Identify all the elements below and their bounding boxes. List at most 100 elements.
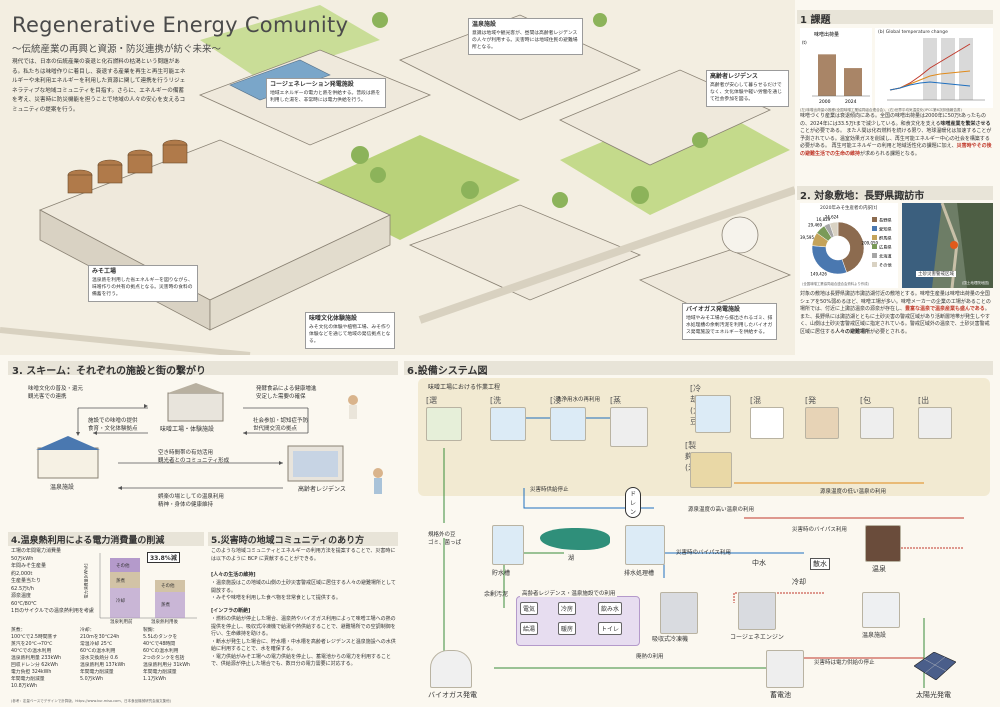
waste-label: 規格外の豆 ゴミ、菌っぱ xyxy=(428,532,462,546)
section-bar-system xyxy=(404,361,993,375)
factory-area-label: 味噌工場における作業工程 xyxy=(428,384,501,391)
shipment-bar xyxy=(844,68,862,96)
scheme-l5: 空き時間帯の有効活用 観光者とのコミュニティ形成 xyxy=(158,450,230,464)
pie-value-label: 29,469 xyxy=(808,223,822,228)
use-electric: 電気 xyxy=(520,602,539,615)
step-ferment-box xyxy=(805,407,839,439)
stop-supply-label: 災害時は電力供給の停止 xyxy=(814,660,875,666)
step-koji-box xyxy=(690,452,732,488)
callout-title: コージェネレーション発電施設 xyxy=(270,81,354,88)
section-bar-scheme xyxy=(8,361,398,375)
onsen-tank-box xyxy=(865,525,901,562)
issue-chart-note: (左)味噌出荷量の推移(全国味噌工業協同組合連合会)、(右)世界平均気温変化(I… xyxy=(800,108,962,112)
shipment-chart-title: 味噌出荷量 xyxy=(814,31,839,38)
section-title-issue: 1 課題 xyxy=(800,15,831,26)
page-title: Regenerative Energy Comunity xyxy=(12,13,349,37)
issue-body-2: また人間は化石燃料を続ける限り、地球温暖化は加速することが予測されている。温室効… xyxy=(800,128,992,149)
scheme-l4: 社会参加・認知症予防 世代間交流の拠点 xyxy=(253,418,309,432)
disaster-h2: [インフラの断絶] xyxy=(211,608,251,614)
callout-biogas: バイオガス発電施設 地域やみそ工場から排出されるゴミ、排水処理槽の余剰汚泥を利用… xyxy=(682,303,777,340)
bar-label-1: その他 xyxy=(116,564,130,569)
bypass-label-1: 災害時のバイパス利用 xyxy=(792,527,847,533)
temperature-line-chart xyxy=(887,38,985,101)
exhaust-heat-label: 廃熱の利用 xyxy=(636,654,664,660)
absorber-box xyxy=(660,592,698,634)
wastewater-label: 排水処理槽 xyxy=(624,570,655,577)
battery-label: 蓄電池 xyxy=(770,691,791,699)
disaster-h1: [人々の生活の維持] xyxy=(211,572,256,578)
lake-label: 湖 xyxy=(568,555,575,562)
site-body: 対象の敷地は長野県諏訪市諏訪湖付近の敷地とする。味噌生産量は味噌出荷量の全国シェ… xyxy=(800,291,993,336)
site-body-1: 対象の敷地は長野県諏訪市諏訪湖付近の敷地とする。味噌生産量は味噌出荷量の全国シェ… xyxy=(800,291,991,312)
scheme-arrows xyxy=(36,383,383,494)
pie-legend-swatch xyxy=(872,217,877,222)
step-sort-box xyxy=(426,407,462,441)
issue-body-1-bold: 味噌産業を繁栄させる xyxy=(940,120,991,127)
solar-panel-icon xyxy=(913,651,957,681)
map-note: (国土地理院地図) xyxy=(962,281,990,285)
pie-legend-label: 広島県 xyxy=(879,244,892,251)
issue-body-3b: が求められる課題となる。 xyxy=(860,150,920,157)
pie-legend-label: その他 xyxy=(879,262,892,269)
pie-note: (全国味噌工業協同組合連合会資料より作成) xyxy=(802,282,869,286)
heat-xcat-2: 温泉熱利用後 xyxy=(151,620,178,625)
callout-title: みそ工場 xyxy=(92,268,117,275)
storage-tank-box xyxy=(492,525,524,565)
callout-body: 意識は地域や観光客が、昼間は高齢者レジデンスの人々が利用する。災害時には地域住民… xyxy=(472,30,578,50)
disaster-b2: ・燃料の供給が停止した場合、温泉熱やバイオガス利用によって味噌工場への熱の提供を… xyxy=(211,616,396,667)
bar-label-4: その他 xyxy=(161,584,175,589)
cool-label: 冷却 xyxy=(792,578,806,586)
callout-body: 高齢者が安心して暮らせるだけでなく、文化体験や軽い労働を通じて社会参加を図る。 xyxy=(710,82,782,102)
heat-col-2: 冷却： 210mを30℃24h 常温冷却 25℃ 60℃の温水利用 浸水交換熱分… xyxy=(80,628,126,682)
washwater-label: 洗浄用水の再利用 xyxy=(556,397,601,403)
step-pack-box xyxy=(860,407,894,439)
system-flow-lines xyxy=(443,417,964,688)
section-title-scheme: 3. スキーム：それぞれの施設と街の繋がり xyxy=(12,366,206,377)
step-ship-box xyxy=(918,407,952,439)
callout-body: 地域やみそ工場から排出されるゴミ、排水処理槽の余剰汚泥を利用したバイオガス発電施… xyxy=(686,315,773,335)
scheme-l1: 味噌文化の普及・還元 観光客での連携 xyxy=(28,386,84,400)
callout-onsen: 温泉施設 意識は地域や観光客が、昼間は高齢者レジデンスの人々が利用する。災害時に… xyxy=(468,18,583,55)
callout-culture: 味噌文化体験施設 みそ文化の体験や植物工場、みそ作り体験などを通じて地域の発信拠… xyxy=(305,312,395,349)
pie-slice xyxy=(829,221,839,237)
pie-value-label: 24,624 xyxy=(825,214,839,219)
scheme-l3: 発酵食品による健康増進 安定した需要の確保 xyxy=(256,386,317,400)
callout-miso: みそ工場 温泉熱を利用した省エネルギーを図りながら、味噌作りの共有の拠点となる。… xyxy=(88,265,198,302)
sprinkle-label: 散水 xyxy=(810,558,830,570)
absorber-label: 吸収式冷凍機 xyxy=(652,636,689,643)
intro-text: 現代では、日本の伝統産業の衰退と化石燃料の枯渇という問題がある。私たちは味噌作り… xyxy=(12,59,186,113)
pie-title: 2020年みそ生産者の内訳[t] xyxy=(820,206,878,211)
step-steam-box xyxy=(610,407,648,447)
pie-legend-label: 長野県 xyxy=(879,217,892,224)
callout-title: 高齢者レジデンス xyxy=(710,73,758,80)
site-body-3: が必要とされる。 xyxy=(870,328,911,335)
section-title-disaster: 5.災害時の地域コミュニティのあり方 xyxy=(211,536,365,546)
section-bar-issue xyxy=(797,10,993,24)
storage-label: 貯水槽 xyxy=(492,570,511,577)
disaster-b1: ・温泉施設はこの地域の山側の土砂災害警戒区域に居住する人々の避難場所として開放す… xyxy=(211,580,396,601)
section-bar-heat xyxy=(8,532,204,546)
shipment-xtick: 2000 xyxy=(819,99,831,105)
scheme-node-elder: 高齢者レジデンス xyxy=(298,486,346,493)
pie-legend-label: 北海道 xyxy=(879,253,892,260)
disaster-supply-label: 災害時供給停止 xyxy=(530,487,569,493)
pie-legend-swatch xyxy=(872,253,877,258)
scheme-diagram: 味噌文化の普及・還元 観光客での連携 施設での味噌の提供 食育・文化体験拠点 発… xyxy=(8,378,398,518)
heat-percent-label: 33.8%減 xyxy=(147,552,180,563)
heat-col-3: 製麹： 5.5Lのタンクを 40℃で48時間 60℃の温水利用 2つのタンクを包… xyxy=(143,628,190,682)
issue-body-3: 再生可能エネルギーの利用と地域活性化の課題に加え、 xyxy=(831,143,957,149)
temperature-chart: (b) Global temperature change xyxy=(875,28,993,108)
scheme-node-onsen: 温泉施設 xyxy=(50,484,75,491)
hot-low-label: 源泉温度の低い温泉の利用 xyxy=(820,489,887,495)
section-bar-site xyxy=(797,186,993,200)
issue-body-1b: ことが必要である。 xyxy=(800,128,845,134)
pie-legend-label: 群馬県 xyxy=(879,235,892,242)
heat-col-1: 蒸煮： 100℃で2.5時間蒸す 蒸汽を20℃→70℃ 40℃での温水利用 温泉… xyxy=(11,628,62,689)
use-drinking: 飲み水 xyxy=(598,602,623,615)
biogas-box xyxy=(430,650,472,688)
pie-legend-swatch xyxy=(872,235,877,240)
callout-title: バイオガス発電施設 xyxy=(686,306,741,313)
pie-value-label: 39,595 xyxy=(800,235,814,240)
heat-note: (参考：定量ベースでデザインで計算版、https://www.kur-miso.… xyxy=(11,699,171,703)
